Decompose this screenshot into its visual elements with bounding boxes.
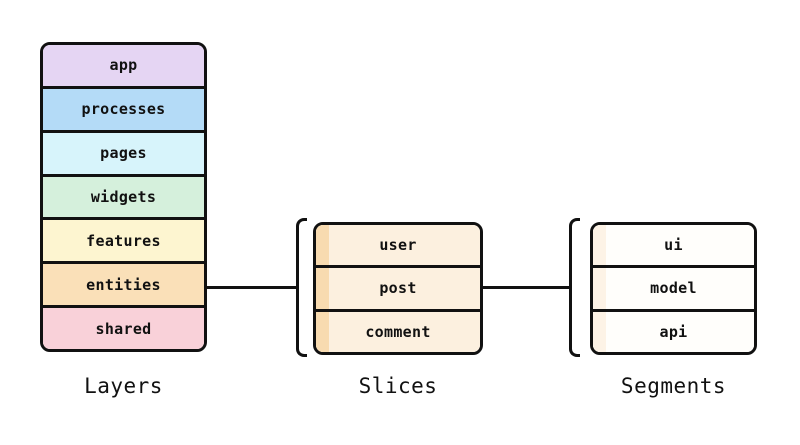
layers-caption: Layers [84,374,163,398]
segments-bracket [569,218,580,357]
segment-stripe [593,311,606,352]
segment-label-api: api [659,322,688,341]
layer-label-widgets: widgets [90,188,157,206]
segment-label-model: model [650,279,697,298]
layer-label-entities: entities [86,275,161,294]
slices-bracket [296,218,307,357]
segments-stack: ui model api [590,222,757,355]
layer-label-processes: processes [81,100,166,119]
layer-label-features: features [86,231,161,250]
slice-stripe [316,225,329,266]
segment-stripe [593,225,606,266]
layers-stack: app processes pages widgets features ent… [40,42,207,352]
layer-row-pages: pages [43,129,204,174]
slice-label-comment: comment [365,322,431,341]
segments-caption: Segments [620,374,727,398]
layer-row-features: features [43,217,204,262]
layer-label-pages: pages [100,144,147,163]
slice-row-user: user [316,225,480,266]
layer-row-entities: entities [43,261,204,306]
slices-stack: user post comment [313,222,483,355]
slice-label-post: post [379,279,417,298]
slice-label-user: user [379,236,417,255]
connector-entities-to-slices [207,286,296,289]
layer-row-app: app [43,45,204,86]
connector-slices-to-segments [483,286,569,289]
segment-row-api: api [593,308,754,352]
slice-row-comment: comment [316,308,480,352]
slice-stripe [316,268,329,309]
slices-caption: Slices [358,374,438,398]
layer-row-shared: shared [43,305,204,349]
slice-row-post: post [316,265,480,309]
layer-label-app: app [109,56,138,75]
layer-label-shared: shared [95,319,152,338]
segment-row-ui: ui [593,225,754,266]
layer-row-widgets: widgets [43,173,204,218]
segment-label-ui: ui [664,236,683,255]
segment-stripe [593,268,606,309]
layer-row-processes: processes [43,85,204,130]
slice-stripe [316,311,329,352]
segment-row-model: model [593,265,754,309]
